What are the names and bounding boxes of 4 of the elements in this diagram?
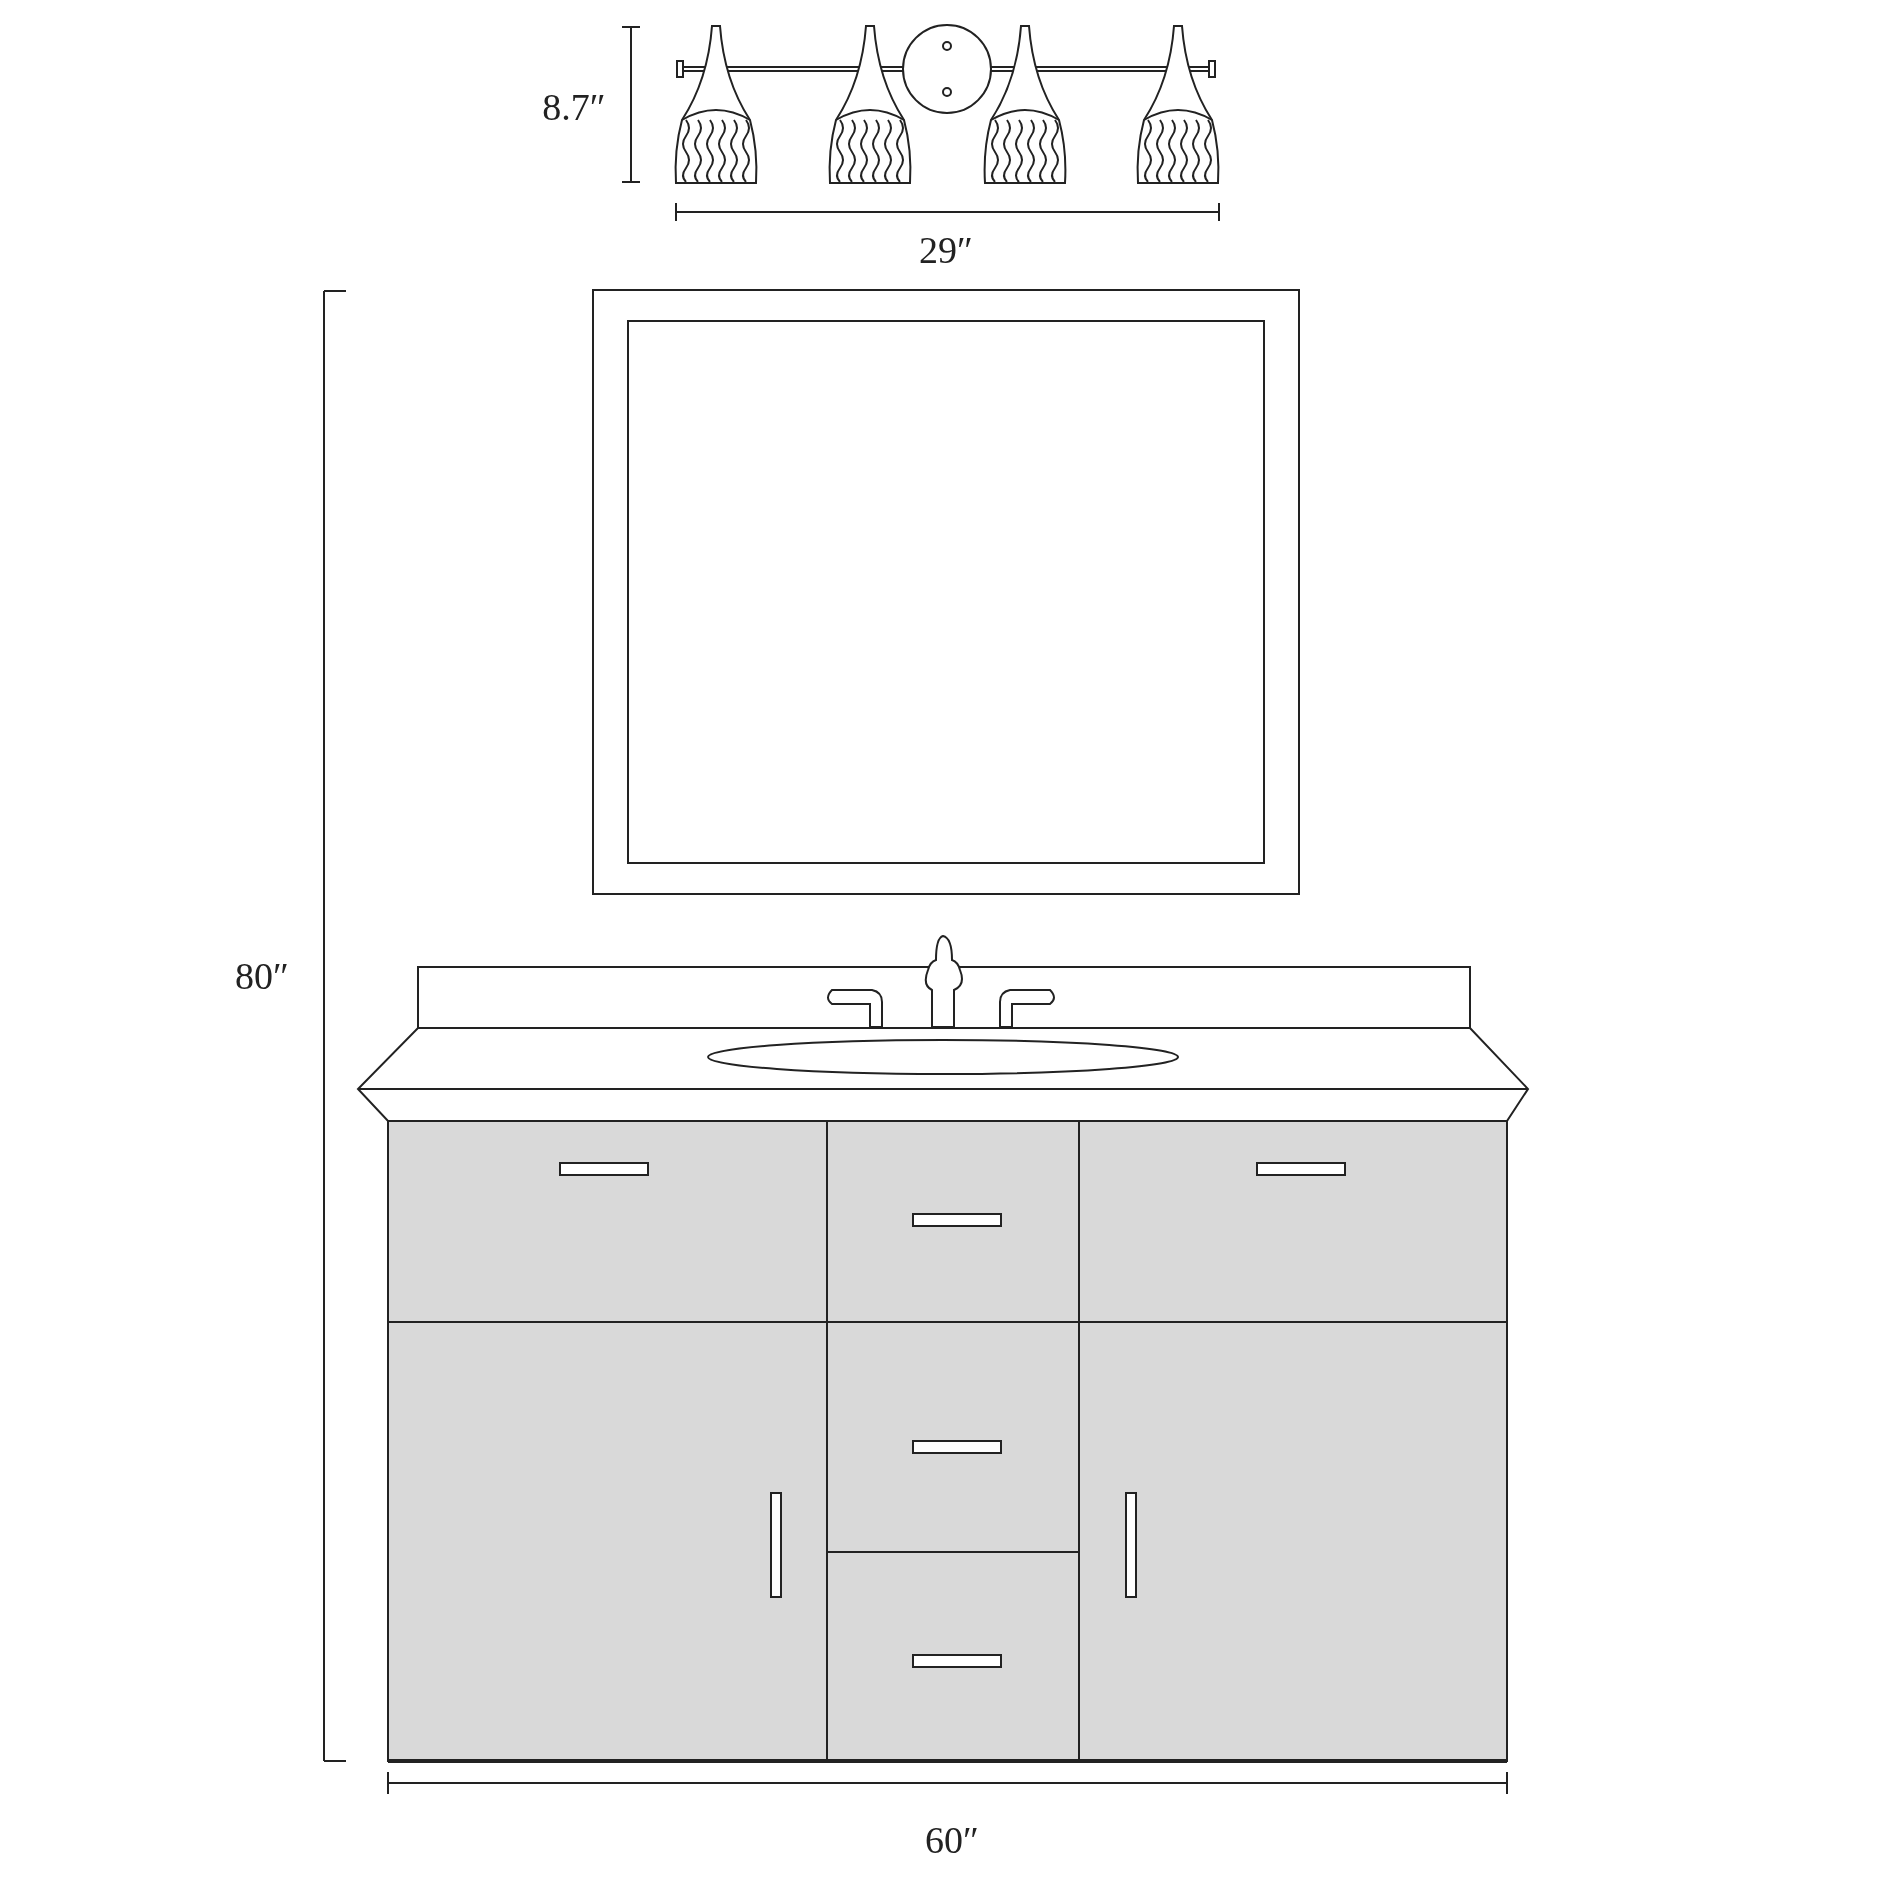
dimension-label: 60″ (925, 1821, 979, 1859)
dimension-label: 29″ (919, 231, 973, 269)
dimension-label: 8.7″ (542, 88, 606, 126)
dimension-label: 80″ (235, 957, 289, 995)
